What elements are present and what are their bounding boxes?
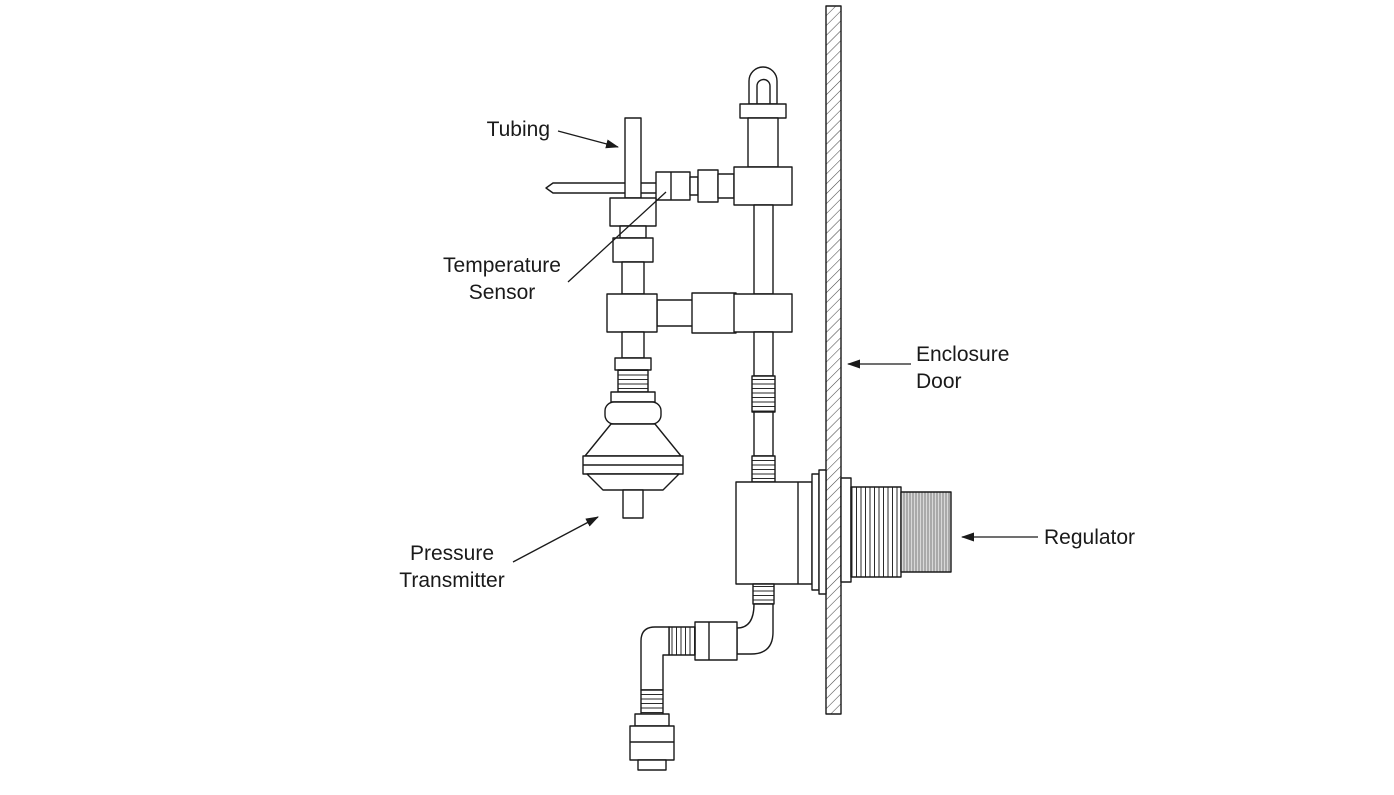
top-vent-fitting: [739, 66, 787, 168]
pressure-transmitter-body: [582, 331, 684, 519]
tubing-line: [624, 117, 642, 199]
enclosure-door-label-line2: Door: [916, 370, 962, 393]
cross-manifold: [606, 292, 793, 334]
pressure-transmitter-label: Pressure Transmitter: [357, 540, 547, 594]
enclosure-door-label: Enclosure Door: [916, 341, 1076, 395]
left-fitting-stack: [609, 197, 657, 295]
temperature-sensor-label: Temperature Sensor: [407, 252, 597, 306]
tubing-leader: [557, 130, 619, 149]
temperature-sensor-probe: [545, 182, 661, 194]
drain-elbow-assembly: [629, 583, 775, 771]
regulator-knob-assembly: [840, 477, 952, 583]
pressure-transmitter-label-line2: Transmitter: [399, 569, 505, 592]
temperature-sensor-leader: [567, 191, 667, 283]
pressure-transmitter-leader: [512, 516, 599, 563]
tee-fitting: [733, 166, 793, 206]
temperature-sensor-label-line1: Temperature: [443, 254, 561, 277]
compression-fitting: [655, 169, 735, 203]
pressure-transmitter-label-line1: Pressure: [409, 542, 495, 565]
regulator-label: Regulator: [1044, 526, 1136, 549]
right-pipe-upper: [753, 204, 774, 295]
enclosure-door-label-line1: Enclosure: [916, 343, 1010, 366]
temperature-sensor-label-line2: Sensor: [468, 281, 536, 304]
enclosure-door-panel: [825, 5, 842, 715]
regulator-body-block: [735, 469, 827, 595]
tubing-label: Tubing: [486, 118, 550, 141]
right-pipe-lower: [751, 331, 776, 483]
